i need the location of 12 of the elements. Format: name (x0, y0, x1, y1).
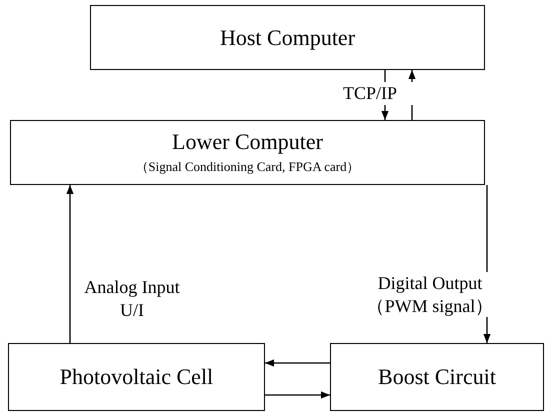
node-title: Photovoltaic Cell (60, 364, 214, 390)
arrow (66, 185, 74, 343)
node-title: Host Computer (220, 24, 356, 50)
process-box (8, 343, 265, 411)
arrow (265, 359, 330, 367)
process-box (90, 5, 485, 70)
node-subtitle: （Signal Conditioning Card, FPGA card） (135, 158, 360, 176)
node-title: Boost Circuit (378, 364, 496, 390)
process-box (10, 120, 485, 185)
process-box (330, 343, 544, 411)
node-title: Lower Computer (172, 128, 323, 154)
arrow (265, 391, 330, 399)
